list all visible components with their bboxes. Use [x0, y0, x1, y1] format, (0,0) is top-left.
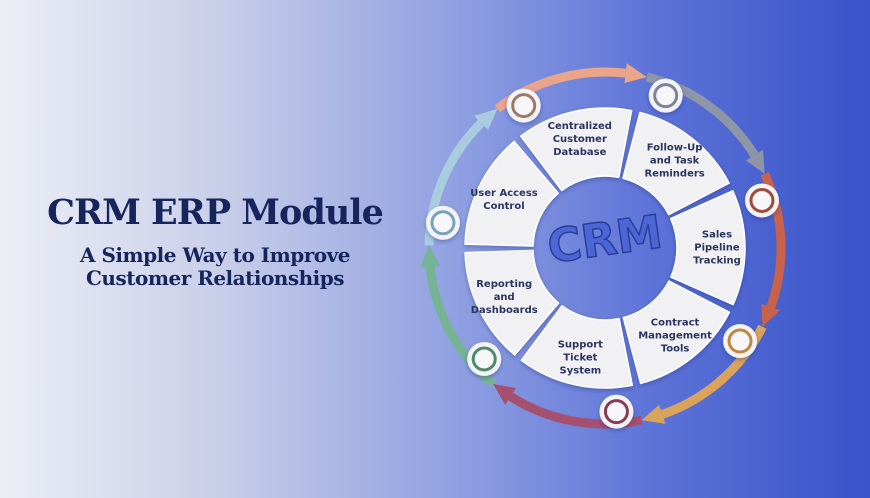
- segment-label-line: Management: [638, 330, 712, 341]
- cycle-arrow-head: [624, 63, 647, 84]
- segment-badge-ring: [653, 83, 679, 109]
- cycle-arrow-head: [493, 383, 516, 405]
- cycle-arrow-head: [745, 149, 765, 175]
- segment-label-line: Ticket: [563, 352, 597, 363]
- segment-label-line: Reporting: [476, 279, 532, 290]
- cycle-arrow-head: [761, 303, 781, 327]
- segment-label-line: Pipeline: [694, 243, 740, 254]
- center-label: CRM: [544, 204, 665, 273]
- segment-label-line: Database: [553, 147, 606, 158]
- segment-label-line: System: [560, 365, 602, 376]
- segment-label-line: Customer: [553, 134, 607, 145]
- segment-label-line: and Task: [650, 155, 700, 166]
- subtitle-line-1: A Simple Way to Improve: [80, 243, 350, 267]
- segment-card: [520, 304, 634, 389]
- segment-badge-ring: [471, 346, 497, 372]
- page-subtitle: A Simple Way to Improve Customer Relatio…: [20, 244, 410, 290]
- segment-badge-ring: [511, 93, 537, 119]
- center-group: CRM: [543, 204, 666, 275]
- segment-badge-ring: [749, 187, 775, 213]
- segment-label-line: and: [494, 292, 515, 303]
- segment-label-line: User Access: [470, 188, 538, 199]
- segment-card: [464, 140, 560, 247]
- cycle-arrow-head: [474, 108, 498, 131]
- segment-label-line: Sales: [702, 230, 732, 241]
- segment-card: [669, 190, 746, 306]
- segment-badge-ring: [430, 210, 456, 236]
- segment-label-line: Tracking: [693, 256, 741, 267]
- segment-label-line: Control: [483, 201, 524, 212]
- segment-badge-ring: [727, 328, 753, 354]
- segment-card: [622, 111, 730, 216]
- page-title: CRM ERP Module: [47, 192, 384, 233]
- segment-label-line: Reminders: [644, 168, 704, 179]
- subtitle-line-2: Customer Relationships: [86, 266, 344, 290]
- segment-label-line: Centralized: [548, 121, 612, 132]
- segment-label-line: Tools: [661, 343, 690, 354]
- segment-label-line: Follow-Up: [647, 142, 703, 153]
- cycle-arrow-head: [641, 404, 666, 424]
- segment-card: [622, 280, 731, 385]
- segment-card: [520, 107, 633, 192]
- segment-label-line: Dashboards: [471, 305, 538, 316]
- segment-card: [464, 249, 560, 356]
- segment-label-line: Support: [558, 339, 603, 350]
- cycle-arrow-head: [420, 245, 440, 268]
- segment-badge-ring: [603, 399, 629, 425]
- segment-label-line: Contract: [651, 317, 700, 328]
